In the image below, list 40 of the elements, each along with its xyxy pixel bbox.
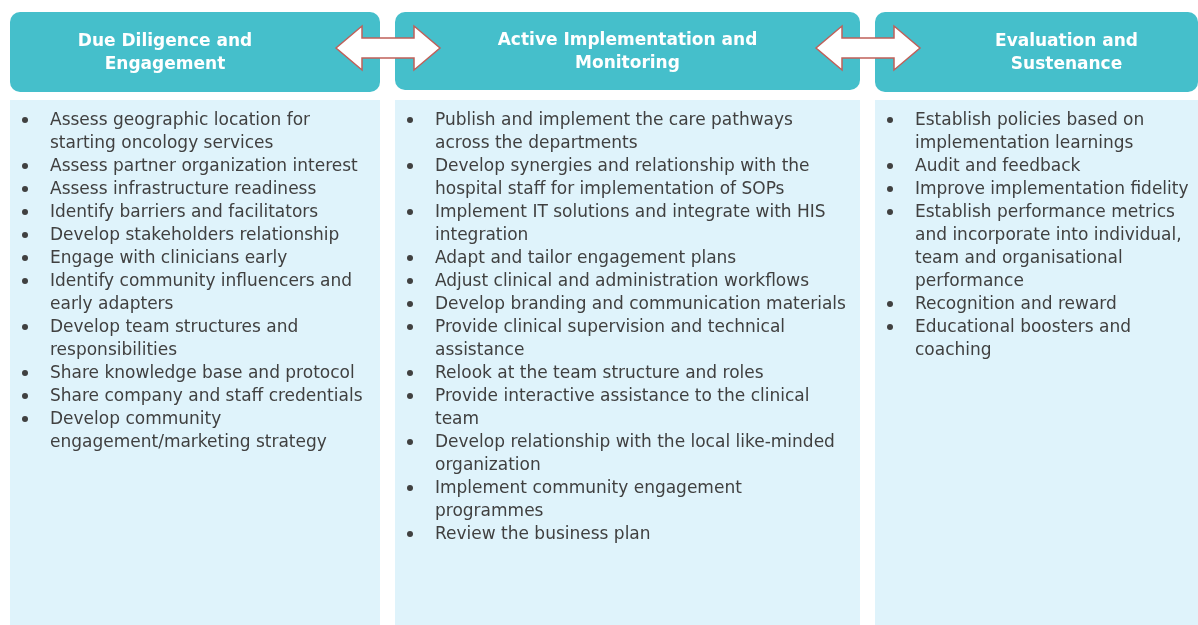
phase-header xyxy=(10,12,380,92)
bullet-item: Identify community influencers and early adapters xyxy=(50,270,353,313)
bullet-item: Develop relationship with the local like-minded organization xyxy=(435,431,835,474)
activity-panel xyxy=(10,100,380,625)
bullet-item: Engage with clinicians early xyxy=(50,247,288,267)
activity-panel xyxy=(875,100,1198,625)
bullet-item: Adapt and tailor engagement plans xyxy=(435,247,737,267)
bullet-item: Implement IT solutions and integrate with HIS integration xyxy=(435,201,826,244)
phase-header xyxy=(395,12,860,90)
bullet-item: Audit and feedback xyxy=(915,155,1081,175)
bullet-item: Assess infrastructure readiness xyxy=(50,178,317,198)
bullet-item: Share company and staff credentials xyxy=(50,385,363,405)
bullet-item: Review the business plan xyxy=(435,523,651,543)
double-arrow xyxy=(814,24,922,72)
bullet-item: Develop branding and communication materials xyxy=(435,293,846,313)
bullet-item: Share knowledge base and protocol xyxy=(50,362,355,382)
bullet-item: Assess geographic location for starting oncology services xyxy=(50,109,311,152)
bullet-item: Develop community engagement/marketing strategy xyxy=(50,408,327,451)
phase-title: Evaluation and Sustenance xyxy=(994,29,1139,75)
bullet-item: Develop synergies and relationship with the hospital staff for implementation of SOPs xyxy=(435,155,810,198)
activity-panel xyxy=(395,100,860,625)
bullet-item: Assess partner organization interest xyxy=(50,155,358,175)
bullet-item: Provide interactive assistance to the clinical team xyxy=(435,385,810,428)
bullet-item: Educational boosters and coaching xyxy=(915,316,1131,359)
bullet-item: Identify barriers and facilitators xyxy=(50,201,319,221)
bullet-item: Recognition and reward xyxy=(915,293,1117,313)
bullet-item: Develop team structures and responsibilities xyxy=(50,316,299,359)
bullet-item: Establish performance metrics and incorporate into individual, team and organisational performance xyxy=(915,201,1182,290)
bullet-item: Improve implementation fidelity xyxy=(915,178,1189,198)
bullet-item: Adjust clinical and administration workflows xyxy=(435,270,809,290)
bullet-item: Implement community engagement programmes xyxy=(435,477,742,520)
bullet-item: Establish policies based on implementation learnings xyxy=(915,109,1145,152)
bullet-item: Provide clinical supervision and technical assistance xyxy=(435,316,786,359)
phase-title: Active Implementation and Monitoring xyxy=(497,28,758,74)
bullet-item: Relook at the team structure and roles xyxy=(435,362,764,382)
double-arrow xyxy=(334,24,442,72)
bullet-item: Publish and implement the care pathways across the departments xyxy=(435,109,793,152)
phase-title: Due Diligence and Engagement xyxy=(76,29,254,75)
bullet-item: Develop stakeholders relationship xyxy=(50,224,340,244)
phase-header xyxy=(875,12,1198,92)
